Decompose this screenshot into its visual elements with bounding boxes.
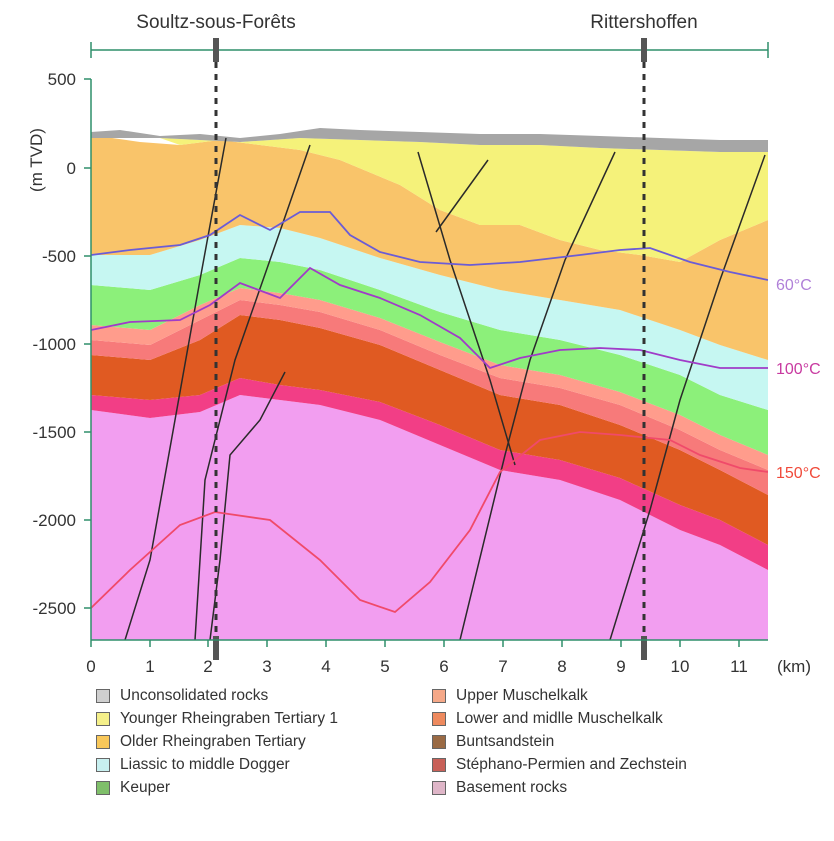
legend-item: Lower and midlle Muschelkalk: [432, 707, 687, 730]
legend-swatch: [432, 780, 446, 795]
legend-label: Buntsandstein: [456, 732, 555, 750]
y-tick-label: 0: [67, 159, 76, 178]
isotherm-100: [91, 266, 768, 370]
y-tick-label: -2000: [33, 511, 76, 530]
legend: Unconsolidated rocks Younger Rheingraben…: [96, 684, 816, 834]
well-extent-bar: [90, 42, 769, 58]
x-tick-label: 5: [380, 657, 389, 676]
legend-item: Younger Rheingraben Tertiary 1: [96, 707, 338, 730]
isotherm-150: [91, 431, 768, 614]
x-tick-label: 7: [498, 657, 507, 676]
well-marker-top-rittershoffen: [641, 38, 647, 62]
layer-unconsolidated: [91, 128, 768, 152]
legend-label: Basement rocks: [456, 778, 568, 796]
isotherm-label-150: 150°C: [776, 465, 821, 482]
legend-item: Basement rocks: [432, 776, 687, 799]
well-label-rittershoffen: Rittershoffen: [590, 12, 697, 33]
well-marker-bottom-soultz: [213, 636, 219, 660]
legend-item: Buntsandstein: [432, 730, 687, 753]
layer-buntsandstein: [91, 315, 768, 545]
legend-item: Liassic to middle Dogger: [96, 753, 338, 776]
legend-label: Keuper: [120, 778, 170, 796]
legend-label: Liassic to middle Dogger: [120, 755, 290, 773]
legend-swatch: [432, 711, 446, 726]
isotherm-label-100: 100°C: [776, 361, 821, 378]
legend-item: Older Rheingraben Tertiary: [96, 730, 338, 753]
y-tick-label: -1000: [33, 335, 76, 354]
isotherm-label-60: 60°C: [776, 277, 812, 294]
x-tick-label: 3: [262, 657, 271, 676]
legend-item: Unconsolidated rocks: [96, 684, 338, 707]
fault-3: [209, 371, 286, 640]
strata-layers: [91, 128, 768, 640]
legend-swatch: [96, 757, 110, 772]
well-marker-top-soultz: [213, 38, 219, 62]
legend-swatch: [432, 734, 446, 749]
legend-swatch: [432, 688, 446, 703]
fault-5: [435, 159, 489, 233]
fault-1: [124, 137, 227, 640]
y-tick-label: -1500: [33, 423, 76, 442]
legend-item: Upper Muschelkalk: [432, 684, 687, 707]
layer-basement: [91, 395, 768, 640]
x-axis-unit-label: (km): [777, 657, 811, 676]
well-label-soultz: Soultz-sous-Forêts: [136, 12, 295, 33]
x-tick-label: 6: [439, 657, 448, 676]
legend-swatch: [432, 757, 446, 772]
legend-column-right: Upper Muschelkalk Lower and midlle Musch…: [432, 684, 687, 799]
y-tick-label: -500: [42, 247, 76, 266]
legend-label: Older Rheingraben Tertiary: [120, 732, 306, 750]
geological-cross-section: Soultz-sous-Forêts Rittershoffen: [27, 12, 821, 676]
x-tick-label: 2: [203, 657, 212, 676]
x-tick-label: 0: [86, 657, 95, 676]
y-tick-label: -2500: [33, 599, 76, 618]
x-tick-label: 11: [730, 657, 748, 676]
legend-column-left: Unconsolidated rocks Younger Rheingraben…: [96, 684, 338, 799]
y-axis-unit-label: (m TVD): [27, 128, 46, 192]
legend-label: Unconsolidated rocks: [120, 686, 269, 704]
fault-6: [459, 151, 616, 640]
legend-label: Younger Rheingraben Tertiary 1: [120, 709, 339, 727]
legend-swatch: [96, 711, 110, 726]
legend-label: Upper Muschelkalk: [456, 686, 588, 704]
legend-item: Stéphano-Permien and Zechstein: [432, 753, 687, 776]
y-ticks: 500 0 -500 -1000 -1500 -2000 -2500: [33, 70, 91, 618]
x-tick-label: 1: [145, 657, 154, 676]
isotherm-60: [91, 211, 768, 281]
x-tick-label: 10: [671, 657, 690, 676]
well-marker-bottom-rittershoffen: [641, 636, 647, 660]
legend-item: Keuper: [96, 776, 338, 799]
legend-swatch: [96, 780, 110, 795]
layer-younger-tertiary: [160, 138, 768, 262]
x-ticks: 0 1 2 3 4 5 6 7 8 9 10 11: [86, 640, 748, 676]
x-tick-label: 4: [321, 657, 330, 676]
y-tick-label: 500: [48, 70, 76, 89]
x-tick-label: 8: [557, 657, 566, 676]
layer-liassic: [91, 225, 768, 410]
x-tick-label: 9: [616, 657, 625, 676]
legend-swatch: [96, 688, 110, 703]
legend-swatch: [96, 734, 110, 749]
legend-label: Stéphano-Permien and Zechstein: [456, 755, 687, 773]
axes: [90, 79, 768, 641]
fault-7: [609, 154, 766, 640]
legend-label: Lower and midlle Muschelkalk: [456, 709, 663, 727]
fault-4: [417, 151, 516, 466]
layer-older-tertiary: [91, 135, 768, 360]
